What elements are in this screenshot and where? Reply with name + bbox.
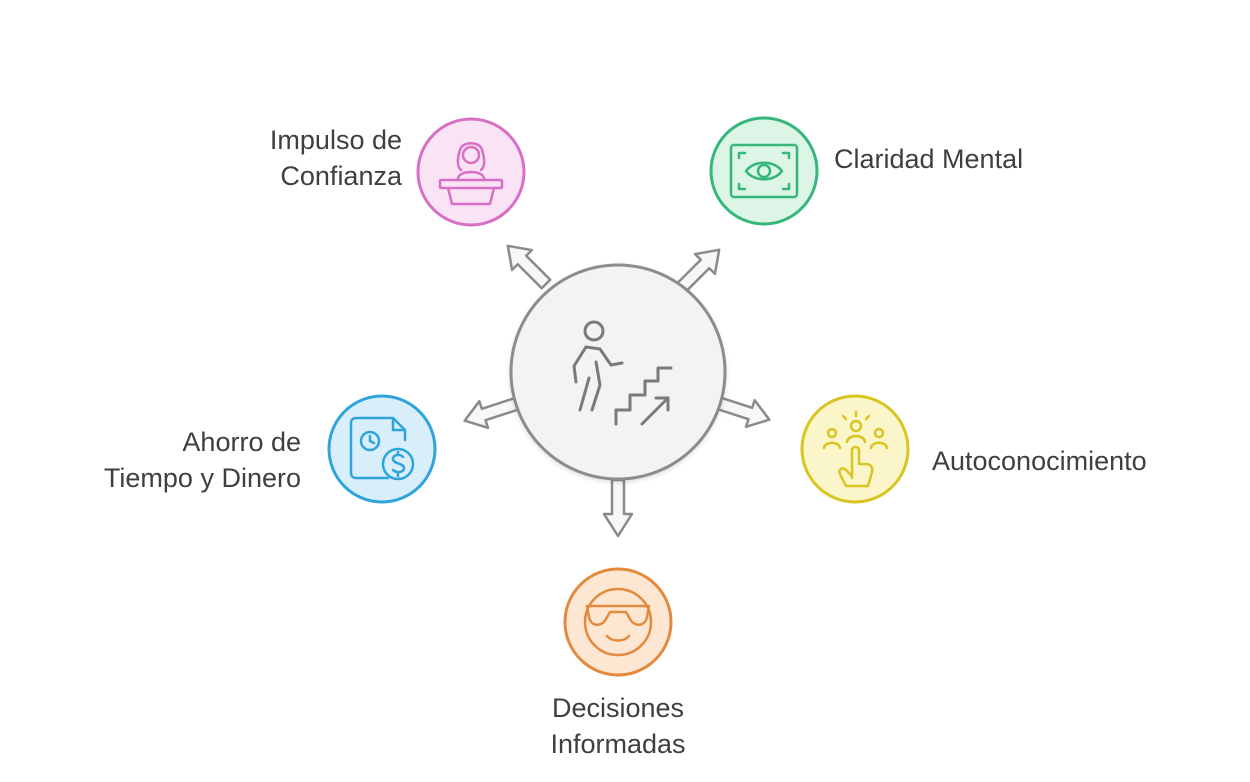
label-impulso-line1: Impulso de (269, 125, 402, 155)
label-autoconocimiento: Autoconocimiento (932, 443, 1147, 479)
label-claridad: Claridad Mental (834, 141, 1023, 177)
arrow-to-decisiones (602, 478, 634, 538)
label-ahorro: Ahorro de Tiempo y Dinero (104, 424, 301, 496)
label-decisiones-line1: Decisiones (551, 693, 685, 723)
label-decisiones: Decisiones Informadas (518, 690, 718, 762)
node-claridad (709, 116, 819, 226)
node-autoconocimiento (800, 394, 910, 504)
person-climbing-stairs-icon (572, 320, 673, 426)
label-ahorro-line1: Ahorro de (182, 427, 301, 457)
label-claridad-line1: Claridad Mental (834, 144, 1024, 174)
label-ahorro-line2: Tiempo y Dinero (103, 463, 301, 493)
group-pointing-icon (822, 410, 889, 488)
arrow-to-ahorro (463, 397, 520, 430)
center-node (509, 263, 727, 481)
arrow-to-autoconocimiento (714, 396, 771, 429)
node-decisiones (563, 567, 673, 677)
label-impulso: Impulso de Confianza (270, 122, 402, 194)
label-autoconocimiento-line1: Autoconocimiento (932, 446, 1147, 476)
sunglasses-face-icon (583, 587, 653, 657)
arrow-to-impulso (506, 244, 552, 290)
node-ahorro (327, 394, 437, 504)
label-impulso-line2: Confianza (280, 161, 402, 191)
speaker-at-podium-icon (438, 142, 504, 206)
eye-focus-icon (729, 143, 799, 199)
arrow-to-claridad (675, 248, 721, 294)
document-clock-money-icon (349, 416, 415, 481)
label-decisiones-line2: Informadas (550, 729, 686, 759)
node-impulso (416, 117, 526, 227)
